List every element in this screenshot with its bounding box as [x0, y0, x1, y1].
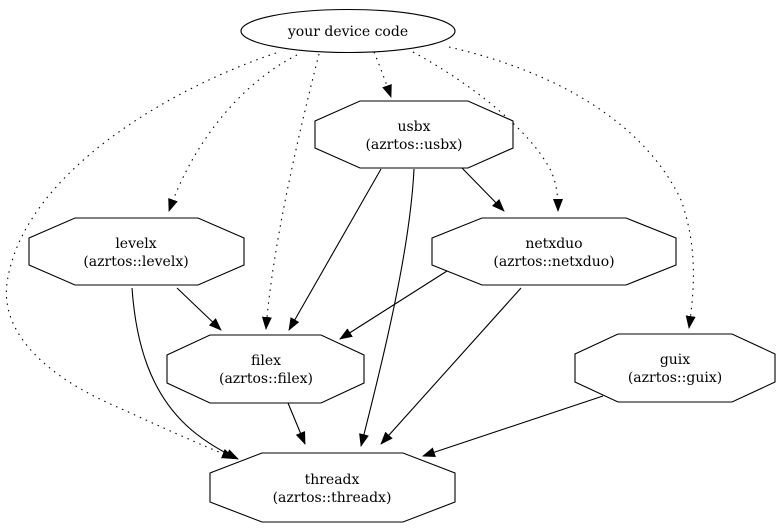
edge-device-levelx — [168, 54, 298, 212]
node-usbx: usbx (azrtos::usbx) — [314, 100, 514, 169]
edge-levelx-filex — [176, 287, 222, 331]
filex-title: filex — [251, 353, 281, 369]
edge-device-filex — [261, 53, 320, 330]
edge-device-threadx — [5, 52, 277, 459]
node-filex: filex (azrtos::filex) — [166, 334, 365, 404]
device-label: your device code — [287, 24, 408, 40]
guix-title: guix — [660, 352, 690, 368]
threadx-octagon-shape — [209, 452, 456, 523]
edge-filex-threadx — [287, 402, 306, 445]
edge-device-usbx — [373, 51, 392, 98]
edge-netxduo-filex — [339, 270, 448, 340]
guix-subtitle: (azrtos::guix) — [628, 370, 722, 386]
levelx-subtitle: (azrtos::levelx) — [83, 254, 188, 270]
guix-octagon-shape — [574, 333, 776, 403]
filex-subtitle: (azrtos::filex) — [219, 371, 313, 387]
netxduo-title: netxduo — [525, 236, 582, 252]
threadx-title: threadx — [305, 472, 360, 488]
edge-usbx-threadx — [359, 168, 415, 447]
usbx-octagon-shape — [314, 100, 514, 169]
filex-octagon-shape — [166, 334, 365, 404]
netxduo-subtitle: (azrtos::netxduo) — [493, 254, 614, 270]
node-guix: guix (azrtos::guix) — [574, 333, 776, 403]
edge-levelx-threadx — [131, 287, 239, 460]
edge-device-netxduo — [412, 51, 563, 212]
levelx-octagon-shape — [28, 217, 245, 286]
edges — [5, 46, 696, 460]
netxduo-octagon-shape — [431, 217, 677, 286]
node-netxduo: netxduo (azrtos::netxduo) — [431, 217, 677, 286]
usbx-title: usbx — [397, 119, 430, 135]
edge-usbx-filex — [288, 168, 382, 331]
threadx-subtitle: (azrtos::threadx) — [273, 490, 392, 506]
edge-netxduo-threadx — [380, 287, 522, 445]
edge-guix-threadx — [422, 395, 604, 457]
node-levelx: levelx (azrtos::levelx) — [28, 217, 245, 286]
edge-device-guix — [448, 46, 696, 329]
edge-usbx-netxduo — [461, 167, 505, 212]
device-ellipse-shape — [240, 8, 456, 54]
usbx-subtitle: (azrtos::usbx) — [365, 137, 462, 153]
levelx-title: levelx — [115, 236, 156, 252]
node-threadx: threadx (azrtos::threadx) — [209, 452, 456, 523]
node-device: your device code — [240, 8, 456, 54]
